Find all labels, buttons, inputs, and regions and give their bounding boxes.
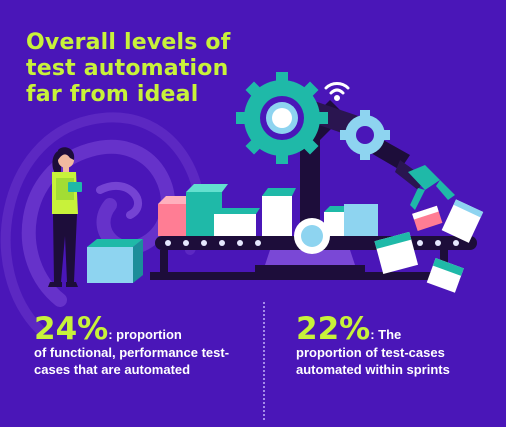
stat-text-first: : The (370, 327, 402, 342)
page-title: Overall levels of test automation far fr… (26, 30, 231, 108)
stat-percent: 24% (34, 311, 109, 347)
box-icon (374, 199, 484, 293)
person-with-tablet-icon (48, 147, 82, 287)
stat-percent: 22% (296, 311, 371, 347)
gear-icon (236, 72, 328, 164)
title-line-1: Overall levels of (26, 30, 231, 55)
title-line-2: test automation (26, 56, 229, 81)
divider (263, 302, 265, 420)
stat-functional-automation: 24%: proportion of functional, performan… (34, 314, 244, 378)
stat-text-rest: of functional, performance test-cases th… (34, 345, 230, 377)
stat-text-rest: proportion of test-cases automated withi… (296, 345, 450, 377)
box-icon (87, 239, 143, 283)
gear-icon (340, 110, 390, 160)
box-icon (158, 184, 378, 236)
stat-sprint-automation: 22%: The proportion of test-cases automa… (296, 314, 486, 378)
wifi-icon (324, 82, 350, 101)
stat-text-first: : proportion (108, 327, 182, 342)
title-line-3: far from ideal (26, 82, 199, 107)
